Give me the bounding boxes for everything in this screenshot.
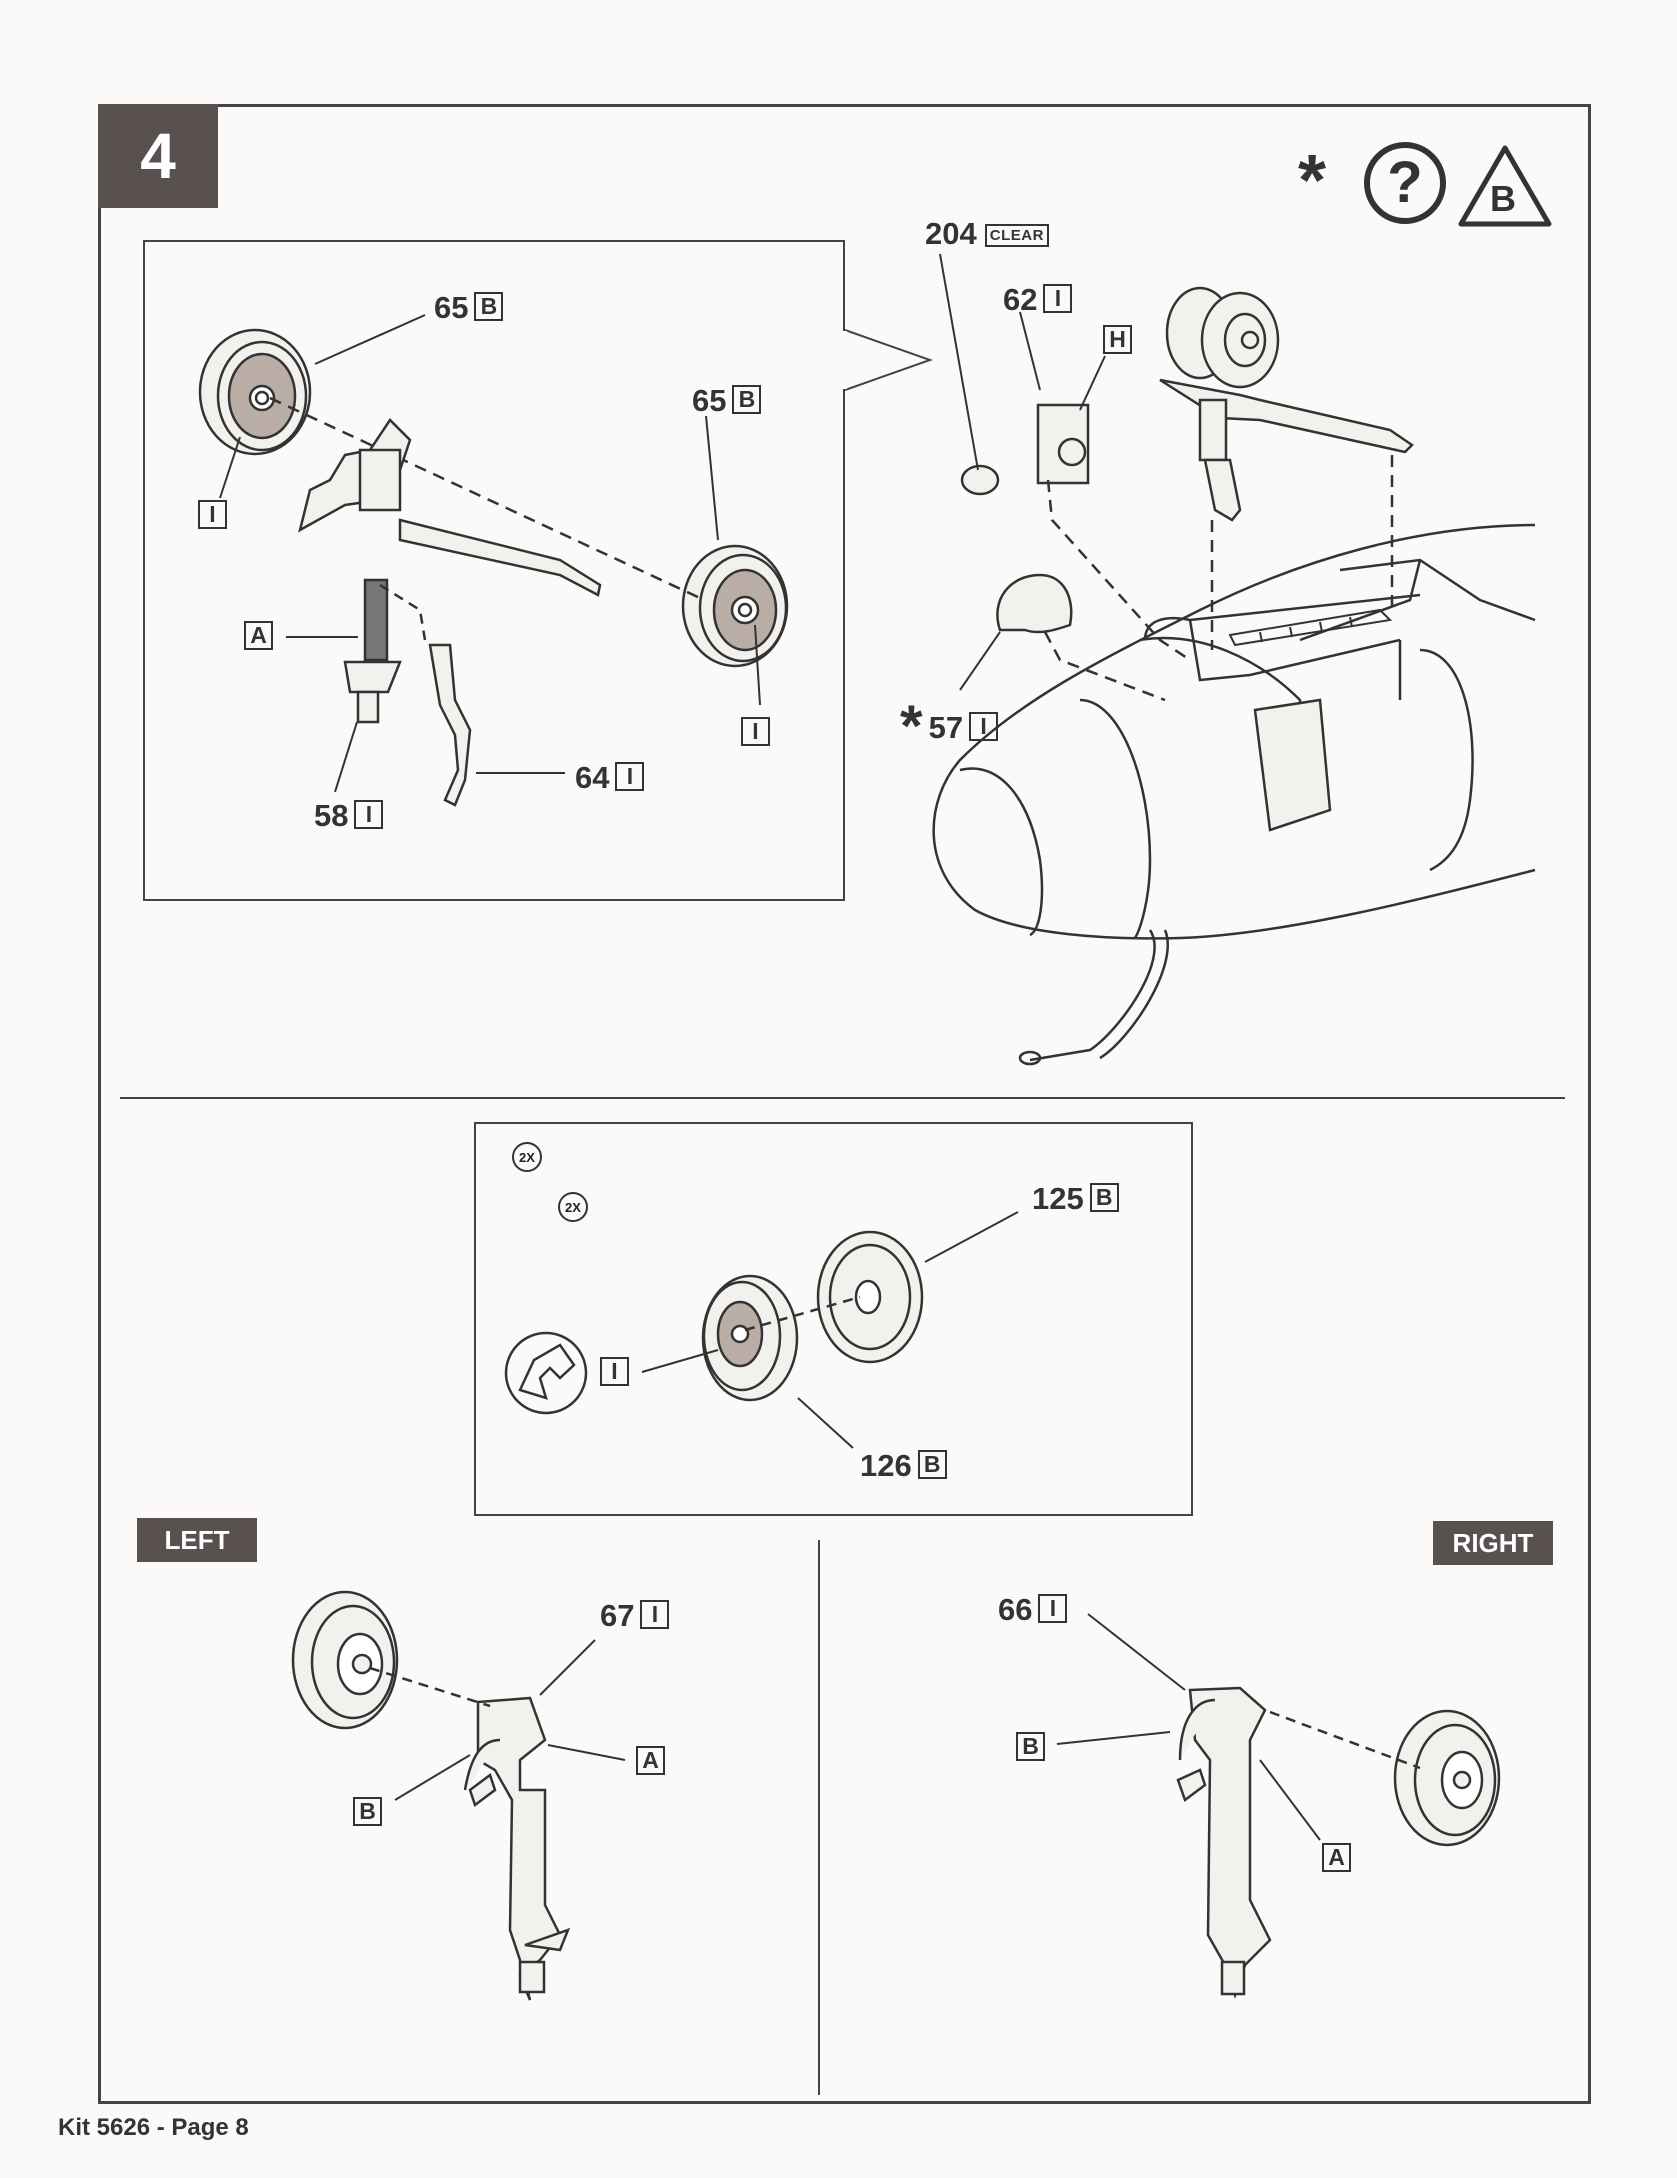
question-circle-icon: ?: [1364, 142, 1446, 224]
triangle-letter: B: [1490, 178, 1516, 219]
label-hub-left: I: [198, 500, 227, 532]
label-hub-right: I: [741, 717, 770, 749]
label-left-a: A: [636, 1746, 665, 1778]
step-number: 4: [98, 104, 218, 208]
section-divider: [120, 1097, 1565, 1099]
left-right-divider: [818, 1540, 820, 2095]
label-bulkhead-h: H: [1103, 325, 1132, 357]
inset-leader-lines: [219, 314, 761, 793]
wheel-right-drawing: [681, 544, 789, 668]
triangle-b-icon: [1458, 145, 1552, 227]
label-left-b: B: [353, 1797, 382, 1829]
instruction-frame: [98, 104, 1591, 2104]
asterisk-icon: *: [1298, 141, 1327, 221]
fuselage-gear-parts: [960, 286, 1414, 634]
count-2x-a: 2X: [512, 1142, 542, 1172]
count-2x-b: 2X: [558, 1192, 588, 1222]
right-tab: RIGHT: [1433, 1521, 1553, 1565]
flip-icon: [504, 1331, 588, 1415]
wheel-left-drawing: [198, 328, 312, 456]
nose-gear-assembly: [298, 418, 602, 807]
label-right-b: B: [1016, 1732, 1045, 1764]
label-strut-a: A: [244, 621, 273, 653]
header-symbols: * ? B: [1290, 138, 1552, 238]
left-tab: LEFT: [137, 1518, 257, 1562]
label-right-a: A: [1322, 1843, 1351, 1875]
label-wheel-hub-i: I: [600, 1357, 629, 1389]
svg-text:?: ?: [1387, 150, 1422, 215]
page-footer: Kit 5626 - Page 8: [58, 2114, 249, 2141]
asterisk-mark-57: *: [900, 694, 923, 759]
